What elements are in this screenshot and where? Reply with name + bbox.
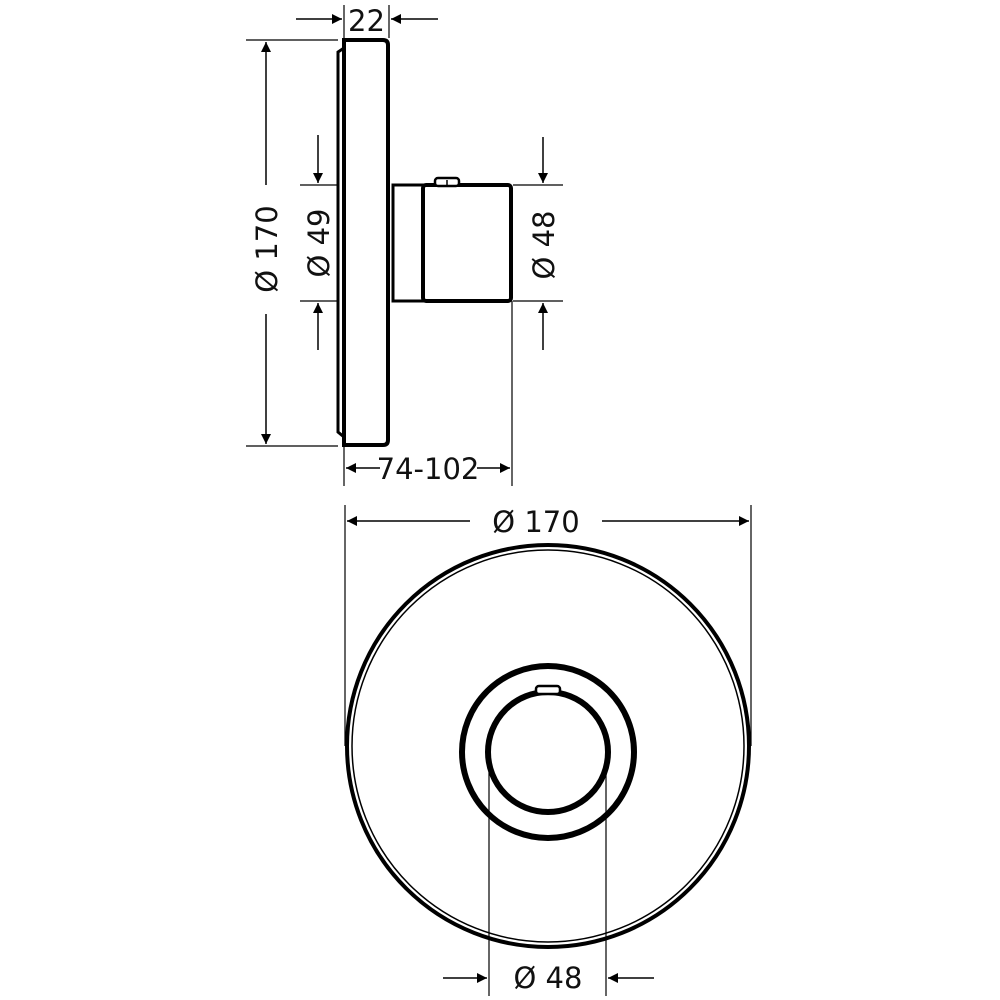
dim-74-102-label: 74-102 [377, 452, 480, 486]
knob-marker [534, 684, 562, 696]
dim-22: 22 [296, 4, 438, 38]
knob-side [391, 176, 513, 303]
dim-48-front: Ø 48 [443, 752, 654, 996]
dim-170-horizontal-label: Ø 170 [492, 505, 579, 539]
dim-170-horizontal: Ø 170 [344, 505, 752, 746]
front-view: Ø 170 Ø 48 [344, 505, 752, 996]
side-view: 22 Ø 170 Ø 49 Ø 48 [246, 4, 563, 486]
dim-49: Ø 49 [300, 135, 338, 350]
dim-170-vertical-label: Ø 170 [250, 205, 284, 292]
dim-48-side-label: Ø 48 [527, 211, 561, 280]
knob-inner-ring [485, 689, 611, 815]
dim-48-side: Ø 48 [513, 137, 563, 350]
wall-plate-outer [345, 543, 751, 949]
dim-22-label: 22 [348, 4, 385, 38]
knob-outer-ring [459, 663, 637, 841]
dim-170-vertical: Ø 170 [246, 39, 338, 447]
dim-48-front-label: Ø 48 [514, 961, 583, 995]
wall-plate-inner [351, 549, 745, 943]
wall-plate-side [336, 38, 390, 447]
dim-49-label: Ø 49 [302, 209, 336, 278]
dim-74-102: 74-102 [343, 301, 513, 486]
